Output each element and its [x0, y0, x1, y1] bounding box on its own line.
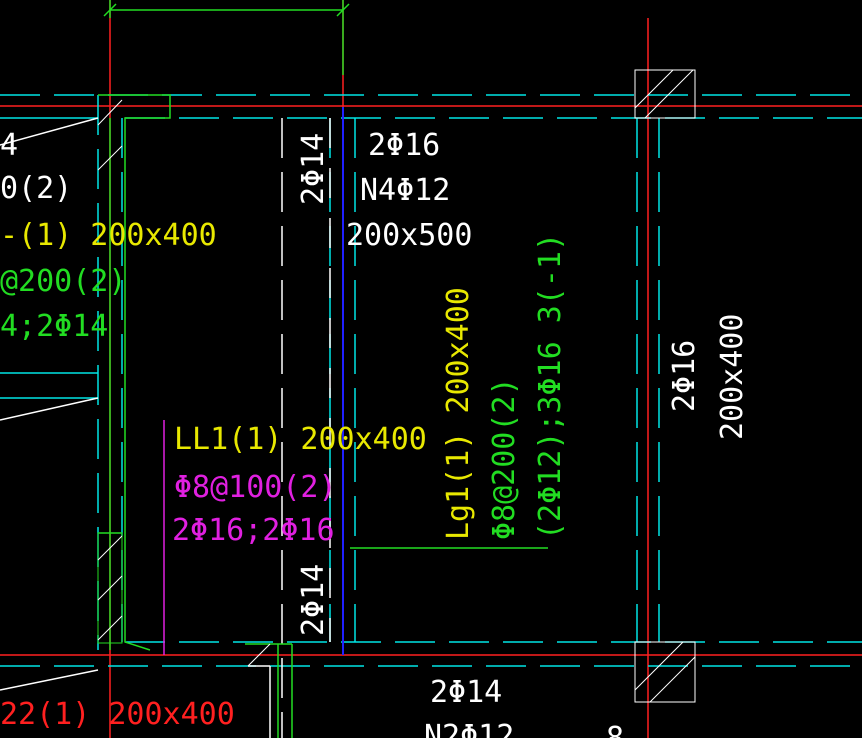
label-bottom-2phi14: 2Φ14: [430, 675, 502, 710]
label-lg1-name: Lg1(1) 200x400: [441, 287, 476, 540]
label-top-2phi16: 2Φ16: [368, 128, 440, 163]
label-top-left-bars: 4;2Φ14: [0, 309, 108, 344]
label-left-col-2phi14-top: 2Φ14: [296, 133, 331, 205]
label-lg1-stirrup: Φ8@200(2): [487, 377, 522, 540]
label-bottom-n2: N2Φ12: [424, 719, 514, 738]
label-top-n4: N4Φ12: [360, 173, 450, 208]
column-top-right: [634, 69, 696, 119]
label-bottom-right-8: 8: [606, 721, 624, 738]
label-ll1-bars: 2Φ16;2Φ16: [172, 513, 335, 548]
label-right-size: 200x400: [715, 314, 750, 440]
dimension-top: [103, 0, 350, 75]
label-ll1-stirrup: Φ8@100(2): [174, 470, 337, 505]
label-top-left-4: 4: [0, 128, 18, 163]
label-ll1-name: LL1(1) 200x400: [174, 422, 427, 457]
wall-outlines-green: [98, 94, 548, 738]
label-right-2phi16: 2Φ16: [667, 340, 702, 412]
wall-lines: [0, 117, 331, 738]
label-top-left-stirrup: @200(2): [0, 264, 126, 299]
label-bottom-left-beam: 22(1) 200x400: [0, 697, 235, 732]
label-left-col-2phi14-bot: 2Φ14: [296, 564, 331, 636]
wall-segment-left: [97, 532, 123, 644]
label-top-left-beam: -(1) 200x400: [0, 218, 217, 253]
label-top-size: 200x500: [346, 218, 472, 253]
label-top-left-0-2: 0(2): [0, 171, 72, 206]
column-bottom-right: [634, 641, 696, 703]
label-lg1-bars: (2Φ12);3Φ16 3(-1): [533, 233, 568, 540]
hatched-blocks: [97, 69, 696, 703]
